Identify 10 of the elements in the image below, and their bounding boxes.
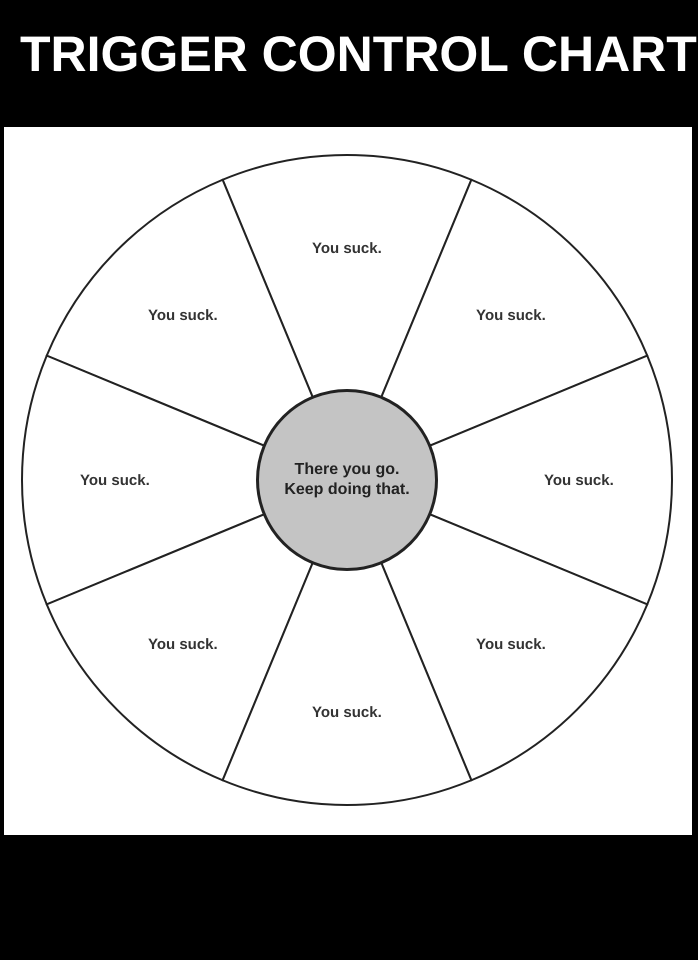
segment-text: You suck. (148, 307, 218, 324)
segment-text: You suck. (148, 636, 218, 653)
segment-text: You suck. (476, 636, 546, 653)
segment-text: You suck. (312, 240, 382, 256)
chart-title: TRIGGER CONTROL CHART (20, 25, 697, 84)
segment-text: You suck. (80, 472, 150, 488)
segment-text: You suck. (312, 704, 382, 720)
segment-text: You suck. (476, 307, 546, 324)
segment-text: You suck. (544, 472, 614, 488)
center-text: There you go. Keep doing that. (283, 460, 411, 500)
